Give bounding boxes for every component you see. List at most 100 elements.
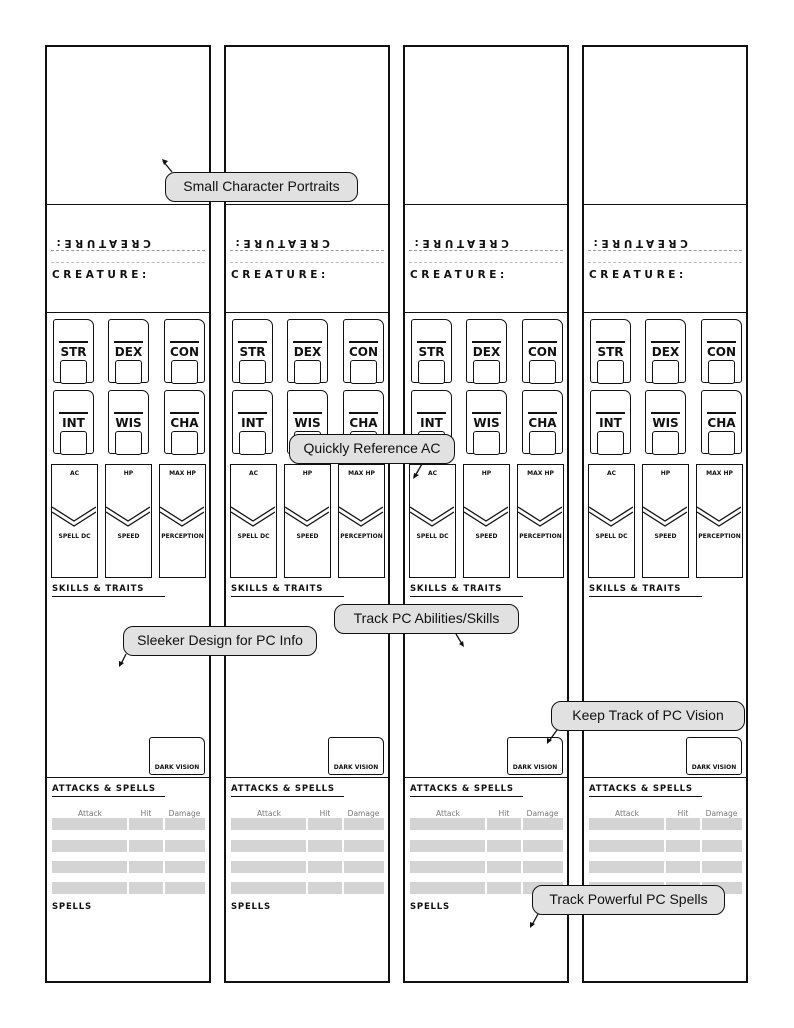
arrow-icon bbox=[455, 633, 464, 647]
stat-label: STR bbox=[597, 345, 624, 359]
stat-value-box[interactable] bbox=[597, 431, 624, 455]
hit-field[interactable] bbox=[487, 818, 521, 830]
attack-field[interactable] bbox=[52, 861, 127, 873]
hit-field[interactable] bbox=[666, 861, 700, 873]
stat-label: INT bbox=[420, 416, 443, 430]
dark-vision-box[interactable]: DARK VISION bbox=[149, 737, 205, 775]
stat-value-box[interactable] bbox=[294, 360, 321, 384]
damage-field[interactable] bbox=[344, 882, 384, 894]
attack-field[interactable] bbox=[589, 818, 664, 830]
stat-value-box[interactable] bbox=[597, 360, 624, 384]
stat-label: CHA bbox=[170, 416, 199, 430]
hit-field[interactable] bbox=[308, 861, 342, 873]
creature-label-flipped: CREATURE: bbox=[232, 237, 330, 249]
stat-value-box[interactable] bbox=[708, 360, 735, 384]
hit-field[interactable] bbox=[487, 861, 521, 873]
attack-field[interactable] bbox=[231, 840, 306, 852]
stat-value-box[interactable] bbox=[239, 360, 266, 384]
damage-field[interactable] bbox=[165, 818, 205, 830]
damage-field[interactable] bbox=[523, 861, 563, 873]
hit-field[interactable] bbox=[129, 818, 163, 830]
damage-field[interactable] bbox=[344, 818, 384, 830]
stat-value-box[interactable] bbox=[60, 360, 87, 384]
attack-field[interactable] bbox=[52, 840, 127, 852]
attack-field[interactable] bbox=[52, 882, 127, 894]
stat-value-box[interactable] bbox=[652, 360, 679, 384]
stat-value-box[interactable] bbox=[350, 360, 377, 384]
heading-underline bbox=[231, 796, 344, 797]
shield-bottom-label: SPEED bbox=[654, 533, 677, 540]
divider bbox=[226, 312, 388, 313]
portrait-area bbox=[584, 47, 746, 205]
damage-field[interactable] bbox=[702, 861, 742, 873]
stat-value-box[interactable] bbox=[473, 360, 500, 384]
chevron-divider-icon bbox=[231, 506, 275, 527]
stat-value-box[interactable] bbox=[171, 431, 198, 455]
stat-value-box[interactable] bbox=[473, 431, 500, 455]
stat-value-box[interactable] bbox=[652, 431, 679, 455]
damage-field[interactable] bbox=[702, 840, 742, 852]
damage-field[interactable] bbox=[344, 840, 384, 852]
damage-field[interactable] bbox=[523, 818, 563, 830]
damage-field[interactable] bbox=[523, 840, 563, 852]
stat-value-box[interactable] bbox=[529, 360, 556, 384]
dark-vision-box[interactable]: DARK VISION bbox=[686, 737, 742, 775]
attack-field[interactable] bbox=[410, 818, 485, 830]
dark-vision-label: DARK VISION bbox=[512, 764, 558, 771]
hit-field[interactable] bbox=[666, 818, 700, 830]
skills-traits-heading: SKILLS & TRAITS bbox=[52, 584, 145, 594]
stat-value-box[interactable] bbox=[708, 431, 735, 455]
attack-field[interactable] bbox=[410, 861, 485, 873]
stat-value-box[interactable] bbox=[418, 360, 445, 384]
damage-field[interactable] bbox=[165, 882, 205, 894]
spells-heading: SPELLS bbox=[410, 902, 450, 912]
attack-field[interactable] bbox=[231, 882, 306, 894]
attack-field[interactable] bbox=[410, 882, 485, 894]
damage-field[interactable] bbox=[165, 840, 205, 852]
attack-field[interactable] bbox=[231, 818, 306, 830]
stat-label: INT bbox=[241, 416, 264, 430]
hit-field[interactable] bbox=[129, 882, 163, 894]
hit-field[interactable] bbox=[666, 840, 700, 852]
damage-field[interactable] bbox=[165, 861, 205, 873]
chevron-divider-icon bbox=[697, 506, 741, 527]
stat-value-box[interactable] bbox=[171, 360, 198, 384]
hit-field[interactable] bbox=[487, 882, 521, 894]
attack-field[interactable] bbox=[589, 840, 664, 852]
dark-vision-box[interactable]: DARK VISION bbox=[328, 737, 384, 775]
shield-bottom-label: SPELL DC bbox=[237, 533, 270, 540]
hit-field[interactable] bbox=[308, 882, 342, 894]
attack-field[interactable] bbox=[52, 818, 127, 830]
hit-field[interactable] bbox=[308, 818, 342, 830]
hit-field[interactable] bbox=[129, 861, 163, 873]
damage-field[interactable] bbox=[702, 818, 742, 830]
hit-field[interactable] bbox=[308, 840, 342, 852]
stat-value-box[interactable] bbox=[115, 360, 142, 384]
shield-bottom-label: PERCEPTION bbox=[698, 533, 741, 540]
attack-field[interactable] bbox=[589, 861, 664, 873]
stat-value-box[interactable] bbox=[115, 431, 142, 455]
dark-vision-box[interactable]: DARK VISION bbox=[507, 737, 563, 775]
damage-field[interactable] bbox=[344, 861, 384, 873]
chevron-divider-icon bbox=[106, 506, 150, 527]
hit-field[interactable] bbox=[487, 840, 521, 852]
stat-value-box[interactable] bbox=[529, 431, 556, 455]
shield-bottom-label: PERCEPTION bbox=[519, 533, 562, 540]
stat-value-box[interactable] bbox=[60, 431, 87, 455]
stat-value-box[interactable] bbox=[239, 431, 266, 455]
attack-field[interactable] bbox=[231, 861, 306, 873]
attack-field[interactable] bbox=[410, 840, 485, 852]
hit-field[interactable] bbox=[129, 840, 163, 852]
